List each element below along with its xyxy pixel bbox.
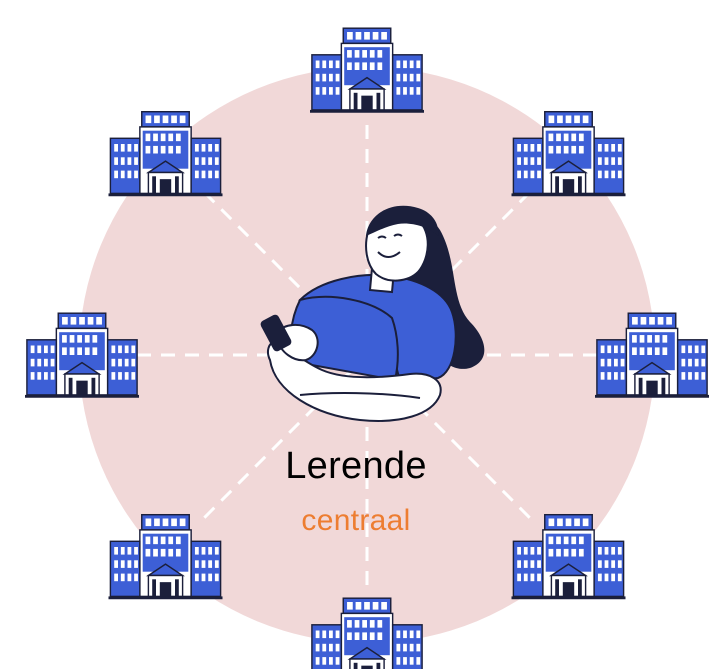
- learner-person-icon: [260, 205, 485, 422]
- school-building-icon: [309, 27, 425, 114]
